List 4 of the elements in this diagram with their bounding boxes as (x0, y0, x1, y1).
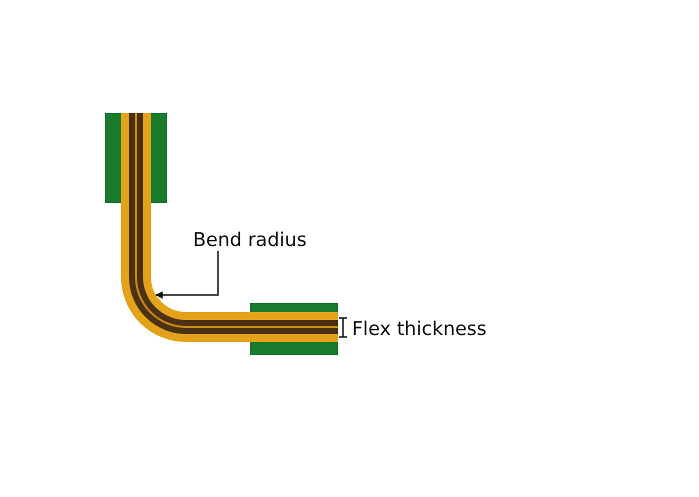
flex-pcb-drawing (105, 113, 338, 355)
dimension-label: Flex thickness (352, 318, 487, 340)
callout-text: Bend radius (193, 229, 307, 251)
leader-line (155, 251, 219, 299)
